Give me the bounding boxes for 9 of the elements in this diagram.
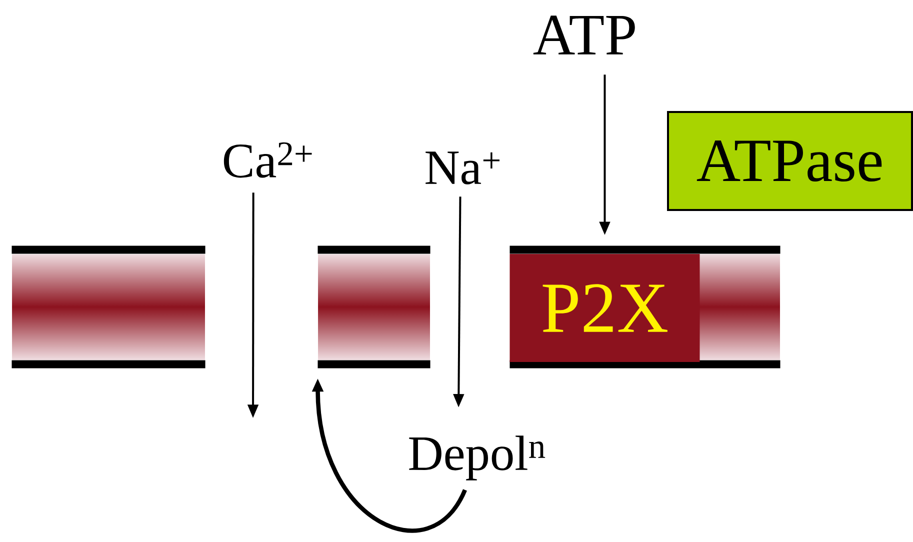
label-text: Ca$^{2+}$ [224,142,312,178]
label-text: ATP [533,16,635,54]
enzyme-box: ATPase [667,111,913,211]
membrane-segment [318,246,430,368]
receptor-box: P2X [510,254,700,362]
membrane-segment [12,246,206,368]
membrane-segment [510,246,780,368]
label-text: Na$^{+}$ [426,152,500,184]
label-text: Depol$^{n}$ [409,436,546,480]
